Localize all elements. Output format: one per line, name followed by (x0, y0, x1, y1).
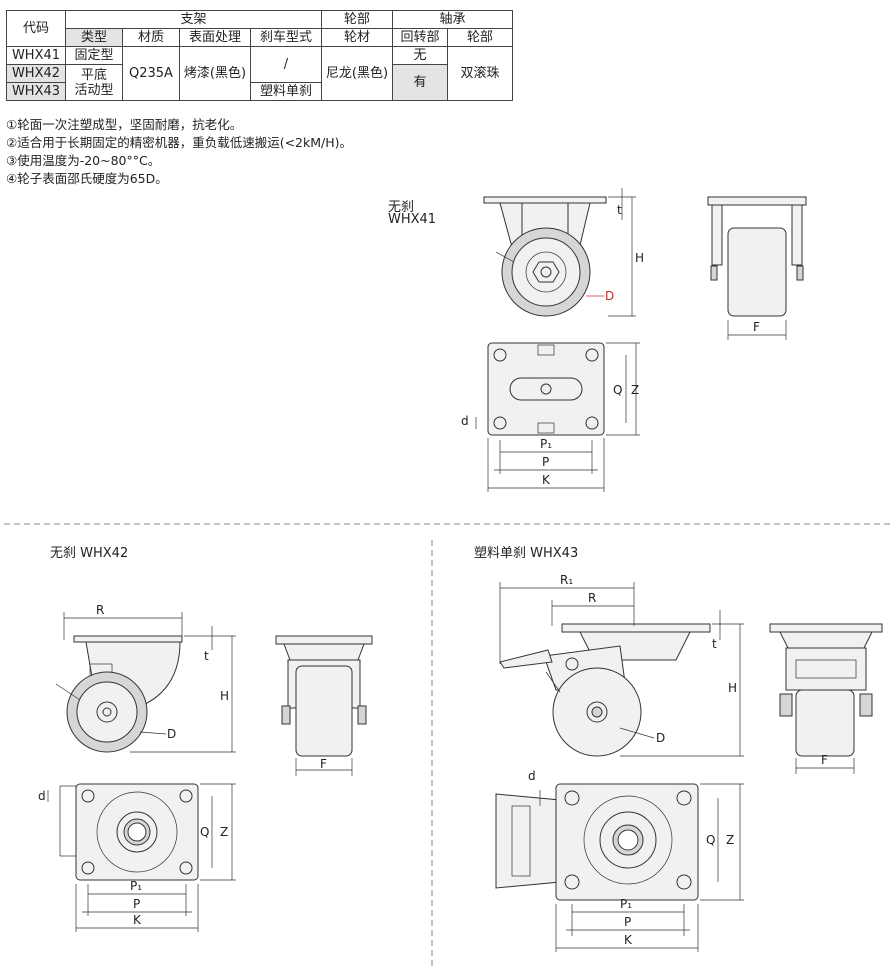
dim-P1-whx42: P₁ (130, 879, 142, 893)
whx41-brake-label: 无刹 (388, 200, 415, 215)
dim-D-whx42: D (167, 727, 176, 741)
header-surface: 表面处理 (179, 28, 251, 47)
dim-P-whx43: P (624, 915, 631, 929)
whx42-front-view: F (275, 635, 373, 776)
row-code-whx42: WHX42 (6, 64, 66, 83)
dim-Z-whx41: Z (631, 383, 639, 397)
dim-d-whx42: d (38, 789, 46, 803)
dim-F-whx41: F (753, 320, 760, 334)
dim-F-whx43: F (821, 753, 828, 767)
feature-notes: ①轮面一次注塑成型，坚固耐磨，抗老化。 ②适合用于长期固定的精密机器，重负载低速… (6, 116, 352, 188)
cell-wheel-material: 尼龙(黑色) (321, 46, 393, 101)
dim-R-whx42: R (96, 603, 104, 617)
whx41-front-view: F (707, 196, 807, 340)
dim-K-whx43: K (624, 933, 633, 947)
dim-P-whx41: P (542, 455, 549, 469)
dim-t-whx42: t (204, 649, 209, 663)
row-type-swivel: 平底活动型 (65, 64, 123, 101)
dim-D-whx41: D (605, 289, 614, 303)
header-type: 类型 (65, 28, 123, 47)
header-code: 代码 (6, 10, 66, 47)
whx41-side-view: D H t (483, 188, 644, 317)
dim-H-whx43: H (728, 681, 737, 695)
dim-Q-whx42: Q (200, 825, 209, 839)
dim-P1-whx43: P₁ (620, 897, 632, 911)
whx43-title: 塑料单刹 WHX43 (474, 546, 579, 561)
note-4: ④轮子表面邵氏硬度为65D。 (6, 171, 168, 186)
dim-R-whx43: R (588, 591, 596, 605)
dim-D-whx43: D (656, 731, 665, 745)
whx43-front-view: F (769, 623, 883, 774)
row-code-whx41: WHX41 (6, 46, 66, 65)
cell-swivel-yes: 有 (392, 64, 448, 101)
row-code-whx43: WHX43 (6, 82, 66, 101)
cell-bearing-wheel: 双滚珠 (447, 46, 513, 101)
whx42-top-view: Q Z d P₁ P K (38, 783, 236, 932)
dim-d-whx43: d (528, 769, 536, 783)
row-type-whx42: 平底 (80, 67, 107, 83)
dim-P1-whx41: P₁ (540, 437, 552, 451)
note-1: ①轮面一次注塑成型，坚固耐磨，抗老化。 (6, 117, 243, 132)
dim-Z-whx42: Z (220, 825, 228, 839)
dim-R1-whx43: R₁ (560, 573, 573, 587)
whx41-code-label: WHX41 (388, 212, 437, 227)
dim-d-whx41: d (461, 414, 469, 428)
spec-table: 代码 支架 轮部 轴承 类型 材质 表面处理 刹车型式 轮材 回转部 轮部 WH… (6, 10, 513, 101)
row-type-whx43: 活动型 (74, 82, 114, 98)
dim-t-whx41: t (617, 203, 622, 217)
whx43-side-view: D R₁ R H t (499, 573, 744, 757)
dim-P-whx42: P (133, 897, 140, 911)
whx42-title: 无刹 WHX42 (50, 546, 129, 561)
dim-K-whx42: K (133, 913, 142, 927)
dim-H-whx42: H (220, 689, 229, 703)
dim-Z-whx43: Z (726, 833, 734, 847)
dim-F-whx42: F (320, 757, 327, 771)
cell-swivel-none: 无 (392, 46, 448, 65)
note-3: ③使用温度为-20~80°°C。 (6, 153, 161, 168)
dim-t-whx43: t (712, 637, 717, 651)
whx43-top-view: Q Z d P₁ P K (495, 769, 744, 952)
dim-K-whx41: K (542, 473, 551, 487)
dim-Q-whx41: Q (613, 383, 622, 397)
whx41-top-view: Q Z d P₁ P K (461, 342, 640, 492)
note-2: ②适合用于长期固定的精密机器，重负载低速搬运(<2kM/H)。 (6, 135, 353, 150)
dim-Q-whx43: Q (706, 833, 715, 847)
whx42-side-view: D R H t (55, 603, 236, 753)
dim-H-whx41: H (635, 251, 644, 265)
cell-brake-plastic: 塑料单刹 (250, 82, 322, 101)
cell-brake-none: / (250, 46, 322, 83)
